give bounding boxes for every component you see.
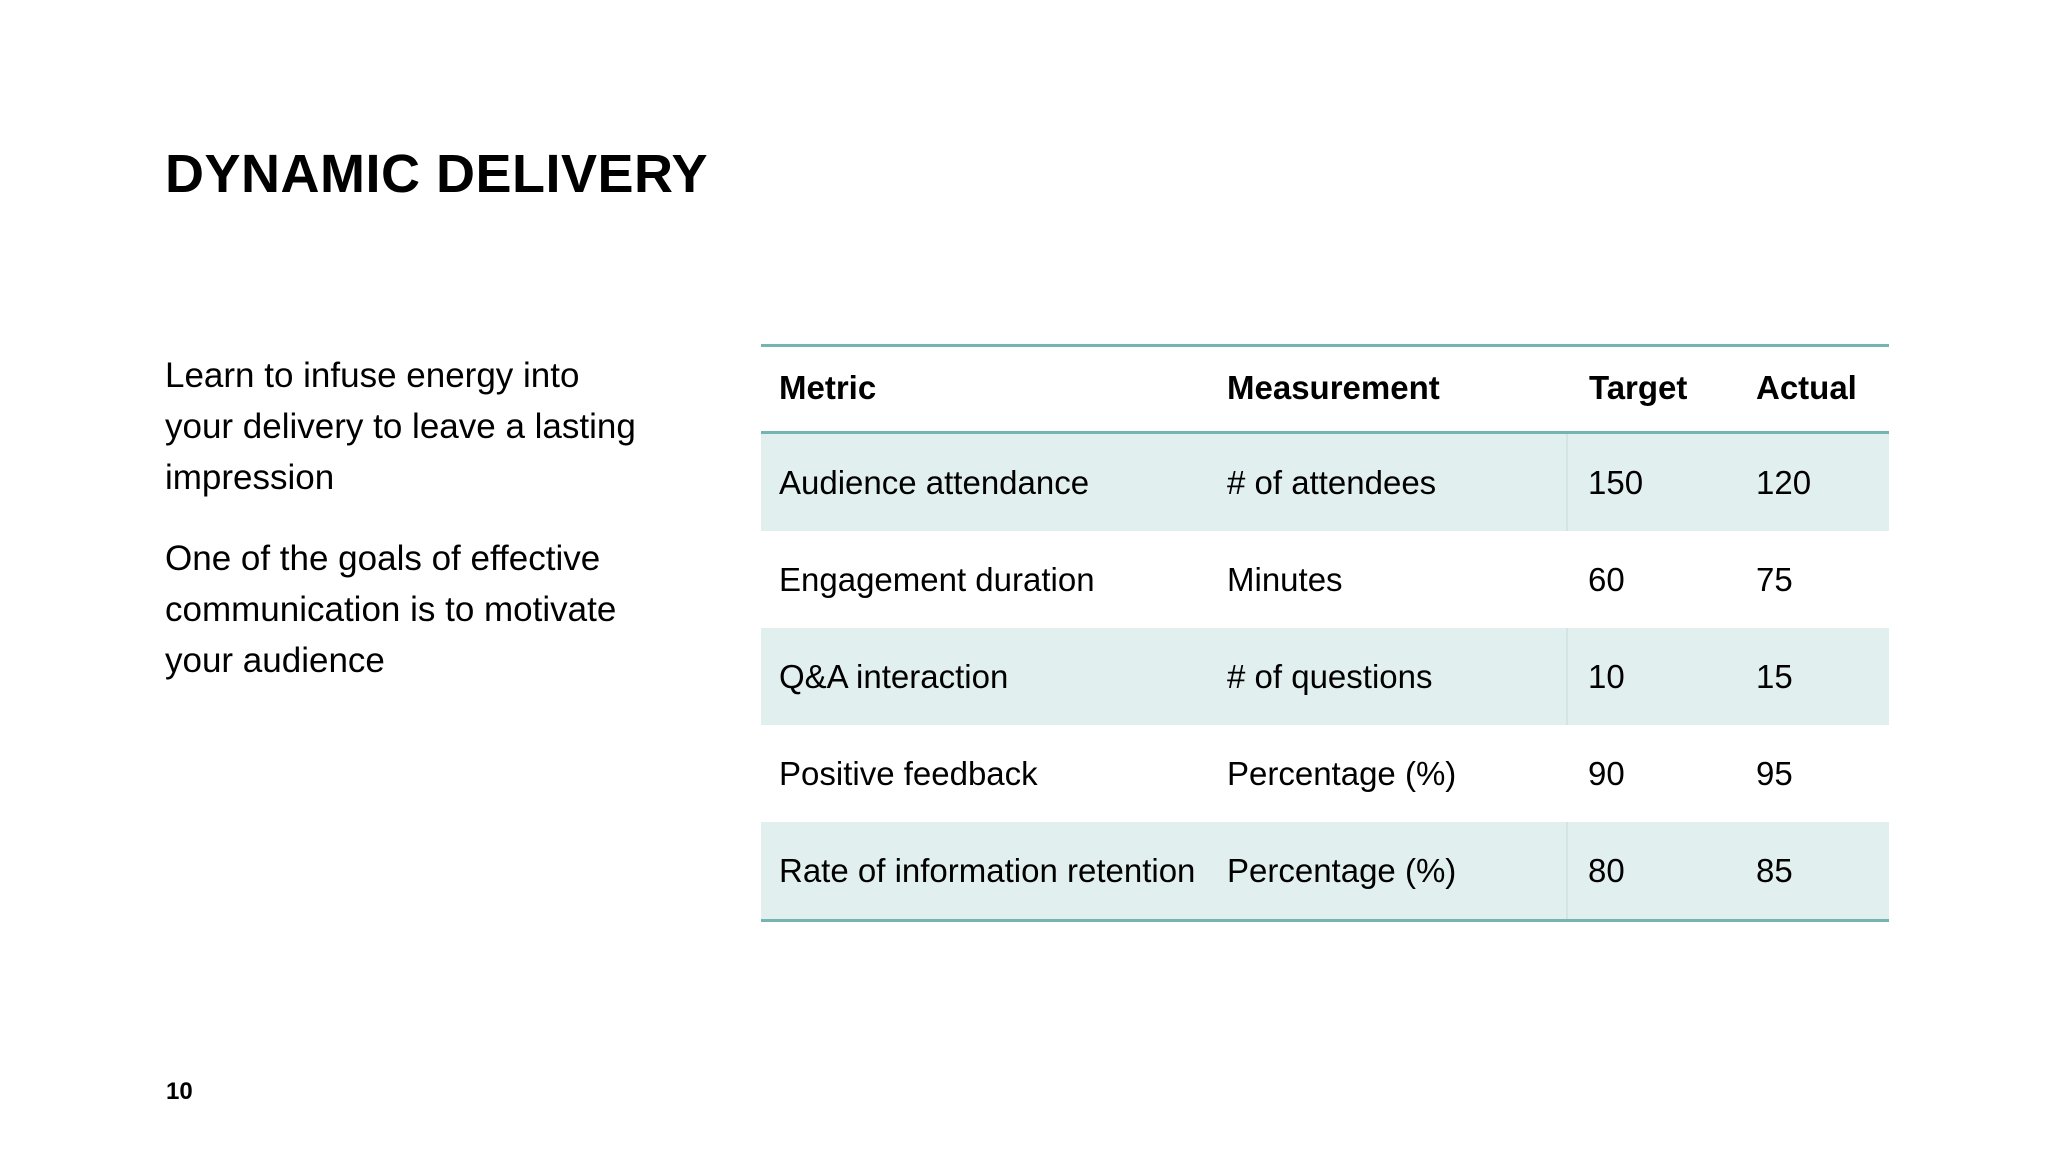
cell-actual: 95: [1738, 725, 1889, 822]
cell-actual: 15: [1738, 628, 1889, 725]
page-title: DYNAMIC DELIVERY: [165, 144, 709, 204]
cell-measurement: # of questions: [1209, 628, 1566, 725]
table-body: Audience attendance # of attendees 150 1…: [761, 432, 1889, 922]
body-paragraph-1: Learn to infuse energy into your deliver…: [165, 356, 636, 497]
cell-measurement: Percentage (%): [1209, 725, 1566, 822]
cell-actual: 75: [1738, 531, 1889, 628]
metrics-table: Metric Measurement Target Actual Audienc…: [761, 344, 1889, 922]
cell-target: 90: [1566, 725, 1738, 822]
table-row: Rate of information retention Percentage…: [761, 822, 1889, 922]
page-number: 10: [166, 1078, 193, 1105]
cell-metric: Engagement duration: [761, 531, 1209, 628]
cell-measurement: Minutes: [1209, 531, 1566, 628]
cell-actual: 120: [1738, 432, 1889, 531]
body-text-column: Learn to infuse energy into your deliver…: [165, 350, 655, 686]
body-paragraph-2: One of the goals of effective communicat…: [165, 539, 617, 680]
column-header-target: Target: [1565, 344, 1738, 434]
table-row: Audience attendance # of attendees 150 1…: [761, 432, 1889, 531]
table-header-row: Metric Measurement Target Actual: [761, 344, 1889, 434]
cell-target: 60: [1566, 531, 1738, 628]
cell-metric: Rate of information retention: [761, 822, 1209, 922]
cell-metric: Positive feedback: [761, 725, 1209, 822]
cell-metric: Q&A interaction: [761, 628, 1209, 725]
column-header-actual: Actual: [1738, 344, 1889, 434]
table-row: Q&A interaction # of questions 10 15: [761, 628, 1889, 725]
cell-actual: 85: [1738, 822, 1889, 922]
cell-measurement: # of attendees: [1209, 432, 1566, 531]
cell-target: 10: [1566, 628, 1738, 725]
column-header-measurement: Measurement: [1209, 344, 1566, 434]
table-header: Metric Measurement Target Actual: [761, 344, 1889, 434]
cell-metric: Audience attendance: [761, 432, 1209, 531]
metrics-table-container: Metric Measurement Target Actual Audienc…: [761, 344, 1889, 922]
table-row: Positive feedback Percentage (%) 90 95: [761, 725, 1889, 822]
cell-target: 150: [1566, 432, 1738, 531]
table-row: Engagement duration Minutes 60 75: [761, 531, 1889, 628]
column-header-metric: Metric: [761, 344, 1209, 434]
cell-measurement: Percentage (%): [1209, 822, 1566, 922]
cell-target: 80: [1566, 822, 1738, 922]
